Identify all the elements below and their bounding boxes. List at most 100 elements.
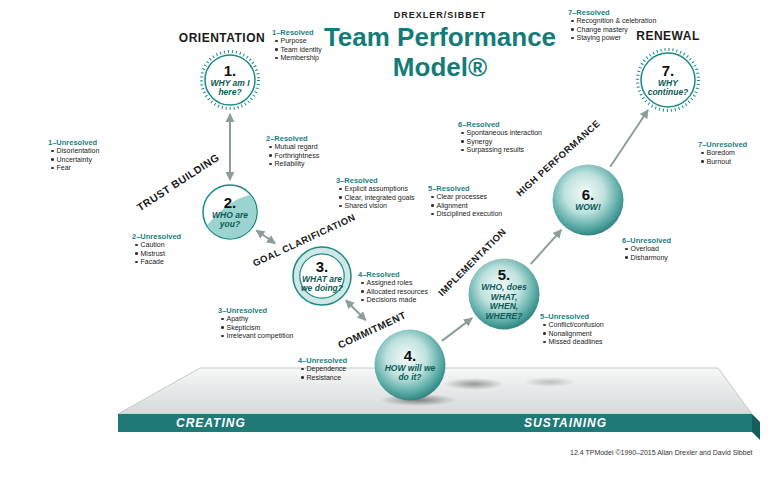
stage-circle-node: TRUST BUILDING2.WHO are you? (202, 184, 258, 240)
bullet-dot (269, 146, 272, 149)
bullet-dot (221, 326, 224, 329)
outcome-item: Mutual regard (266, 143, 319, 152)
outcome-heading: 2–Unresolved (132, 232, 181, 241)
bullet-dot (51, 150, 54, 153)
circle-content: 3.WHAT are we doing? (292, 246, 352, 306)
outcome-text: Disorientation (57, 147, 100, 154)
outcome-text: Assigned roles (367, 279, 413, 286)
bullet-dot (361, 290, 364, 293)
stage-circle-node: HIGH PERFORMANCE6.WOW! (552, 164, 624, 236)
outcome-heading: 5–Unresolved (540, 312, 604, 321)
bullet-dot (269, 154, 272, 157)
outcome-item: Boredom (698, 149, 747, 158)
outcome-item: Membership (272, 54, 322, 63)
bullet-dot (571, 20, 574, 23)
circle-content: 1.WHY am I here? (200, 50, 260, 110)
outcome-text: Missed deadlines (549, 338, 603, 345)
outcome-item: Disorientation (48, 147, 99, 156)
outcome-heading: 7–Unresolved (698, 140, 747, 149)
outcome-item: Reliability (266, 160, 319, 169)
stage-arrow (256, 230, 275, 243)
bullet-dot (221, 318, 224, 321)
stage-outcome-list: 1–UnresolvedDisorientationUncertaintyFea… (48, 138, 99, 173)
stage-circle-node: IMPLEMENTATION5.WHO, does WHAT, WHEN, WH… (468, 258, 540, 330)
stage-arrow (229, 114, 231, 180)
stage-outcome-list: 7–UnresolvedBoredomBurnout (698, 140, 747, 166)
outcome-item: Clear, integrated goals (336, 194, 415, 203)
outcome-item: Dependence (298, 365, 347, 374)
outcome-text: Disharmony (631, 254, 668, 261)
outcome-item: Facade (132, 258, 181, 267)
outcome-text: Conflict/confusion (549, 321, 604, 328)
stage-outcome-list: 6–UnresolvedOverloadDisharmony (622, 236, 671, 262)
bullet-dot (701, 160, 704, 163)
platform-side (752, 414, 760, 440)
bullet-dot (275, 40, 278, 43)
outcome-item: Clear processes (428, 193, 502, 202)
outcome-heading: 4–Unresolved (298, 356, 347, 365)
stage-circle (205, 55, 255, 105)
outcome-item: Irrelevant competition (218, 332, 293, 341)
stage-outcome-list: 1–ResolvedPurposeTeam identityMembership (272, 28, 322, 63)
bullet-dot (431, 196, 434, 199)
outcome-item: Conflict/confusion (540, 321, 604, 330)
bullet-dot (269, 163, 272, 166)
stage-band: CREATING (118, 414, 428, 432)
stage-sphere (375, 330, 446, 401)
diagram-title: Team Performance Model® (310, 22, 570, 82)
outcome-heading: 3–Resolved (336, 176, 415, 185)
outcome-text: Facade (141, 258, 164, 265)
outcome-text: Fear (57, 164, 71, 171)
brand-label: DREXLER/SIBBET (394, 10, 487, 20)
outcome-text: Irrelevant competition (227, 332, 294, 339)
outcome-text: Clear, integrated goals (345, 194, 415, 201)
stage-outcome-list: 3–ResolvedExplicit assumptionsClear, int… (336, 176, 415, 211)
outcome-item: Explicit assumptions (336, 185, 415, 194)
outcome-heading: 1–Resolved (272, 28, 322, 37)
outcome-item: Apathy (218, 315, 293, 324)
bullet-dot (275, 48, 278, 51)
outcome-item: Resistance (298, 374, 347, 383)
outcome-heading: 3–Unresolved (218, 306, 293, 315)
stage-outcome-list: 5–UnresolvedConflict/confusionNonalignme… (540, 312, 604, 347)
bullet-dot (275, 57, 278, 60)
outcome-text: Change mastery (577, 26, 628, 33)
stage-circle (641, 53, 695, 107)
bullet-dot (339, 196, 342, 199)
outcome-item: Missed deadlines (540, 338, 604, 347)
outcome-item: Mistrust (132, 250, 181, 259)
outcome-text: Alignment (437, 202, 468, 209)
bullet-dot (339, 205, 342, 208)
stage-question: WHAT are we doing? (299, 275, 346, 294)
stage-number: 4. (404, 348, 417, 364)
stage-question: WHO, does WHAT, WHEN, WHERE? (476, 283, 532, 321)
outcome-item: Fear (48, 164, 99, 173)
stage-outcome-list: 6–ResolvedSpontaneous interactionSynergy… (458, 120, 542, 155)
outcome-text: Overload (631, 245, 659, 252)
outcome-item: Decisions made (358, 296, 428, 305)
outcome-text: Reliability (275, 160, 305, 167)
stage-question: WOW! (560, 203, 616, 213)
stage-question: WHY continue? (643, 79, 693, 98)
bullet-dot (135, 261, 138, 264)
stage-outcome-list: 4–ResolvedAssigned rolesAllocated resour… (358, 270, 428, 305)
outcome-text: Team identity (281, 46, 322, 53)
bullet-dot (543, 324, 546, 327)
copyright-caption: 12.4 TPModel ©1990–2015 Allan Drexler an… (570, 449, 752, 456)
bullet-dot (543, 341, 546, 344)
stage-arrow (346, 300, 366, 320)
bullet-dot (625, 256, 628, 259)
outcome-text: Explicit assumptions (345, 185, 408, 192)
bullet-dot (135, 252, 138, 255)
bullet-dot (461, 132, 464, 135)
bullet-dot (301, 376, 304, 379)
outcome-text: Mutual regard (275, 143, 318, 150)
stage-number: 1. (224, 63, 237, 79)
bullet-dot (51, 158, 54, 161)
outcome-item: Recognition & celebration (568, 17, 656, 26)
outcome-text: Shared vision (345, 202, 387, 209)
stage-outcome-list: 5–ResolvedClear processesAlignmentDiscip… (428, 184, 502, 219)
bullet-dot (135, 244, 138, 247)
stage-sphere (553, 165, 624, 236)
stage-question: WHY am I here? (207, 79, 254, 98)
